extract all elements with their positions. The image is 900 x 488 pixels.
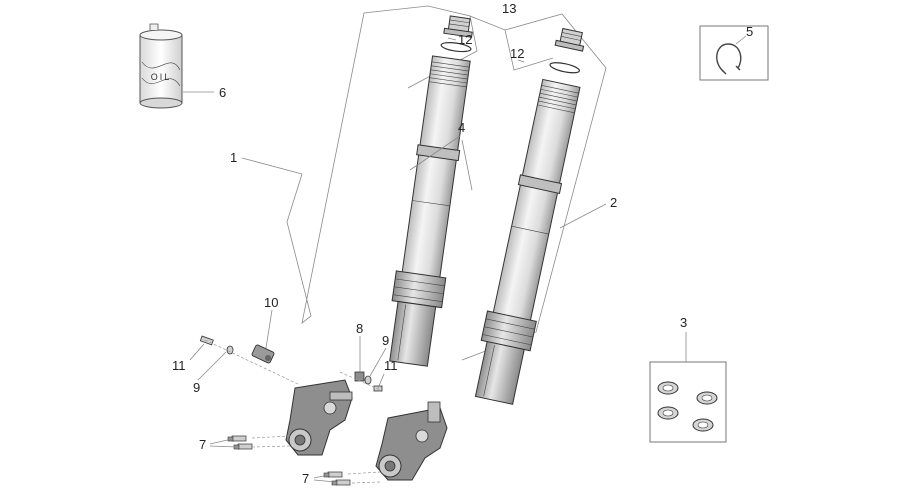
left-tube-threads: [428, 61, 470, 88]
circlip-box: [699, 25, 769, 81]
right-lower-slider: [474, 341, 525, 405]
right-upper-clamp-band: [517, 174, 563, 194]
leader-7-lower: [313, 474, 329, 479]
dashed-axis-right-hardware: [339, 371, 381, 391]
group-outline-left-fork: [286, 5, 478, 324]
right-fork-leg: [474, 27, 585, 405]
right-tube-threads: [537, 85, 579, 114]
callout-9-left: 9: [193, 380, 200, 395]
leader-10: [265, 309, 273, 349]
callout-12-left: 12: [458, 32, 472, 47]
leader-11-left: [189, 343, 205, 361]
right-o-ring: [549, 62, 581, 74]
left-upper-tube: [401, 55, 471, 280]
bolts-7-lower: [323, 471, 351, 486]
seal-kit-seals: [657, 381, 718, 432]
leader-9-right: [369, 347, 387, 377]
leader-4b: [461, 139, 473, 191]
callout-12-right: 12: [510, 46, 524, 61]
washer-9-left: [226, 345, 234, 355]
callout-2: 2: [610, 195, 617, 210]
leader-11-right: [377, 373, 385, 389]
callout-7-upper: 7: [199, 437, 206, 452]
left-top-cap: [443, 15, 473, 38]
callout-7-lower: 7: [302, 471, 309, 486]
right-upper-tube: [492, 78, 581, 323]
leader-2: [559, 203, 607, 229]
callout-1: 1: [230, 150, 237, 165]
dashed-axis-left-hardware: [204, 339, 301, 386]
right-top-cap: [554, 27, 585, 52]
callout-11-right: 11: [384, 358, 398, 373]
left-lower-slider: [389, 300, 437, 367]
part-8: [354, 371, 365, 382]
leader-7-lower-b: [313, 479, 337, 483]
dashed-axis-bolts-7-upper-a: [251, 435, 291, 439]
left-o-ring: [440, 42, 472, 53]
leader-5: [735, 35, 747, 45]
dashed-axis-bolts-7-lower-b: [351, 481, 381, 484]
left-axle-bracket: [285, 379, 353, 456]
washer-9-right: [364, 375, 372, 385]
callout-6: 6: [219, 85, 226, 100]
bolt-11-right: [373, 385, 383, 392]
callout-4: 4: [458, 120, 465, 135]
callout-5: 5: [746, 24, 753, 39]
left-fork-leg: [389, 15, 473, 367]
dashed-axis-bolts-7-upper-b: [251, 445, 291, 448]
leader-4a: [409, 135, 461, 171]
seal-kit-box: [649, 361, 727, 443]
left-upper-clamp-band: [416, 144, 461, 162]
oil-can-label: OIL: [151, 72, 172, 82]
dashed-axis-bolts-7-lower-a: [347, 471, 381, 475]
sensor-10: [251, 344, 275, 364]
leader-7-upper: [209, 438, 233, 445]
leader-12-left: [447, 37, 457, 41]
leader-12-right: [517, 59, 525, 63]
group-outline-right-fork-top: [504, 29, 554, 71]
oil-can: OIL: [139, 23, 183, 109]
callout-13: 13: [502, 1, 516, 16]
callout-9-right: 9: [382, 333, 389, 348]
callout-8: 8: [356, 321, 363, 336]
callout-11-left: 11: [172, 358, 186, 373]
circlip-icon: [716, 43, 742, 73]
leader-7-upper-b: [209, 445, 239, 448]
bolt-11-left: [199, 335, 214, 346]
callout-10: 10: [264, 295, 278, 310]
leader-1: [241, 157, 303, 175]
leader-9-left: [197, 351, 227, 381]
callout-3: 3: [680, 315, 687, 330]
right-axle-bracket: [375, 401, 448, 481]
